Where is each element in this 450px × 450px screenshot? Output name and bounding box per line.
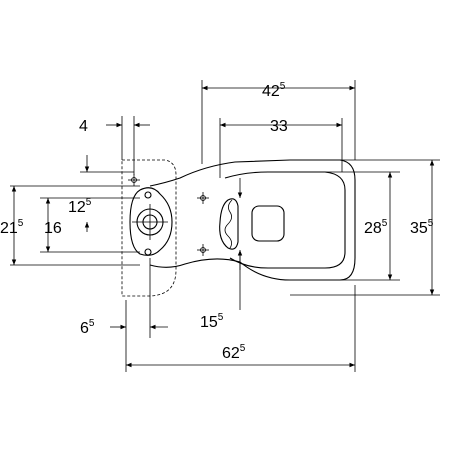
seat-opening-wave: [224, 199, 233, 249]
bracket-hole-bottom: [144, 248, 152, 256]
dim-height-inner: 16: [44, 220, 62, 237]
dim-width-top: 425: [262, 81, 286, 100]
dimension-labels: 425 33 4 125 215 16 285 355 65 155 625: [0, 81, 434, 362]
water-area: [251, 205, 285, 242]
dim-height-inlet: 125: [68, 197, 92, 216]
dim-height-seat: 285: [364, 218, 388, 237]
dimension-lines: [11, 85, 435, 368]
dim-height-outer: 215: [0, 218, 24, 237]
bowl-rim: [224, 171, 346, 269]
bowl-body: [149, 159, 356, 281]
toilet-outline: [121, 159, 356, 297]
seat-opening: [219, 198, 239, 250]
floor-bolt-upper: [197, 192, 209, 204]
dim-height-total: 355: [410, 218, 434, 237]
floor-bolt-lower: [197, 244, 209, 256]
dim-length-total: 625: [222, 343, 246, 362]
dim-offset-bottom: 65: [80, 318, 95, 337]
dim-offset-fixing: 155: [200, 312, 224, 331]
dim-offset-left: 4: [79, 118, 88, 135]
bracket-hole-top: [144, 191, 152, 199]
dim-width-bolts: 33: [270, 118, 288, 135]
outlet-bracket: [129, 187, 173, 256]
